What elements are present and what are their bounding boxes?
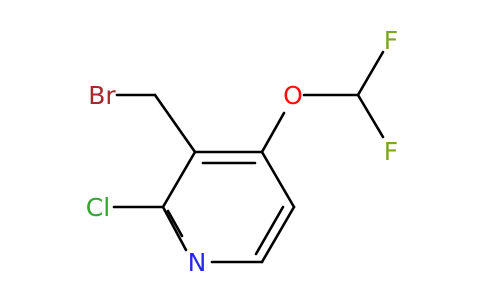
bond-c2-c3 [161,150,197,209]
atom-label-cl: Cl [86,193,110,222]
atom-label-n: N [188,248,207,277]
atom-label-f-bottom: F [384,137,398,166]
bond-c4-o [260,111,286,154]
bond-n-c2-inner [166,209,184,238]
bond-ch-f-top [356,50,385,97]
atom-label-f-top: F [384,26,398,55]
atom-label-br: Br [88,81,116,110]
bond-c4-c5 [260,150,296,209]
bond-ch2-c3 [153,93,197,154]
bond-n-c2 [161,205,188,252]
atom-label-o: O [283,81,303,110]
bond-c5-c6-inner [254,205,285,256]
bond-c5-c6 [260,205,296,264]
bond-ch-f-bottom [356,93,385,139]
